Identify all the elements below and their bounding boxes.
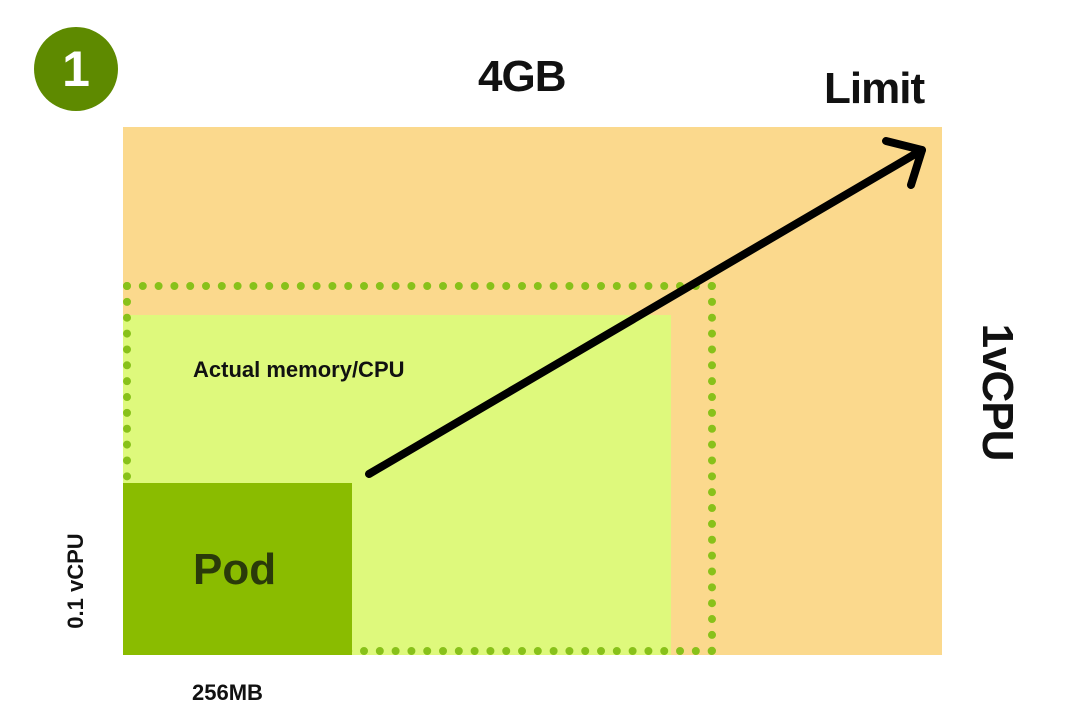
memory-request-label: 256MB — [192, 680, 263, 705]
memory-limit-label: 4GB — [478, 52, 566, 101]
limit-title: Limit — [824, 64, 925, 113]
step-badge: 1 — [34, 27, 118, 111]
pod-label: Pod — [193, 545, 277, 594]
cpu-request-label: 0.1 vCPU — [63, 533, 88, 629]
cpu-limit-label: 1vCPU — [973, 323, 1022, 461]
pod-box — [123, 483, 352, 655]
actual-usage-label: Actual memory/CPU — [193, 357, 405, 382]
